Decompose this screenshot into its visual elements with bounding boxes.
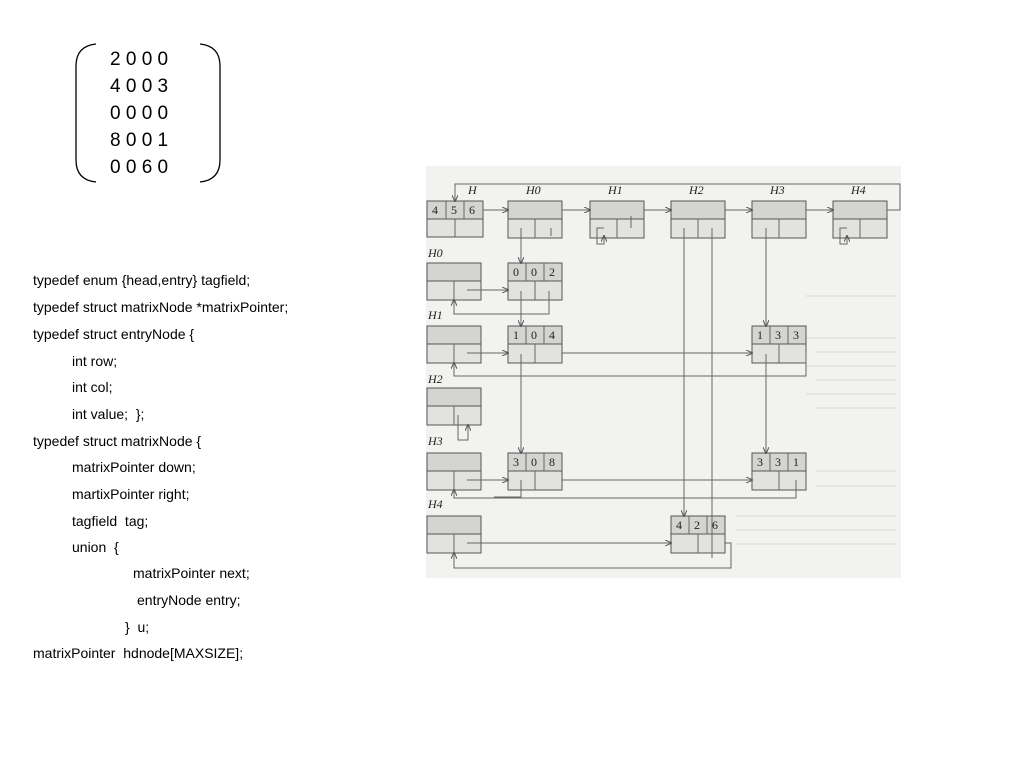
matrix-row: 2 0 0 0 [110, 49, 169, 70]
matrix-brackets [75, 43, 221, 183]
master-cols: 5 [451, 203, 457, 217]
entry-col: 0 [531, 455, 537, 469]
side-label-h2: H2 [427, 372, 443, 386]
entry-col: 2 [694, 518, 700, 532]
master-node: 4 5 6 [426, 200, 484, 238]
link-lines [454, 183, 901, 569]
matrix-row: 8 0 0 1 [110, 130, 169, 151]
entry-value: 4 [549, 328, 555, 342]
header-node-h4 [832, 200, 888, 239]
code-line: typedef struct entryNode { [33, 326, 195, 342]
code-line: matrixPointer next; [133, 565, 250, 581]
entry-value: 2 [549, 265, 555, 279]
entry-row: 0 [513, 265, 519, 279]
entry-node-4-2: 4 2 6 [670, 515, 726, 554]
matrix-row: 4 0 0 3 [110, 76, 169, 97]
label-h3: H3 [769, 183, 785, 197]
header-node-h0 [507, 200, 563, 239]
code-line: } u; [125, 619, 150, 635]
entry-col: 0 [531, 265, 537, 279]
entry-row: 1 [513, 328, 519, 342]
header-node-h2 [670, 200, 726, 239]
entry-node-1-3: 1 3 3 [751, 325, 807, 364]
side-label-h4: H4 [427, 497, 443, 511]
side-label-h0: H0 [427, 246, 443, 260]
entry-row: 4 [676, 518, 682, 532]
code-line: matrixPointer hdnode[MAXSIZE]; [33, 645, 244, 661]
entry-node-1-0: 1 0 4 [507, 325, 563, 364]
row-header-h2 [426, 387, 482, 426]
code-line: matrixPointer down; [72, 459, 196, 475]
row-header-h3 [426, 452, 482, 491]
label-h: H [467, 183, 478, 197]
entry-row: 1 [757, 328, 763, 342]
label-h2: H2 [688, 183, 704, 197]
entry-col: 0 [531, 328, 537, 342]
master-terms: 6 [469, 203, 475, 217]
code-line: int col; [72, 379, 113, 395]
matrix-row: 0 0 6 0 [110, 157, 169, 178]
row-header-h0 [426, 262, 482, 301]
entry-row: 3 [513, 455, 519, 469]
matrix-row: 0 0 0 0 [110, 103, 169, 124]
header-node-h1 [589, 200, 645, 239]
label-h0: H0 [525, 183, 541, 197]
entry-value: 8 [549, 455, 555, 469]
entry-col: 3 [775, 455, 781, 469]
code-line: int row; [72, 353, 118, 369]
side-label-h1: H1 [427, 308, 443, 322]
sparse-matrix: 2 0 0 0 4 0 0 3 0 0 0 0 8 0 0 1 0 0 6 0 [74, 42, 222, 184]
label-h1: H1 [607, 183, 623, 197]
code-line: int value; }; [72, 406, 145, 422]
entry-value: 6 [712, 518, 718, 532]
entry-row: 3 [757, 455, 763, 469]
label-h4: H4 [850, 183, 866, 197]
row-header-h1 [426, 325, 482, 364]
linked-list-figure: H H0 H1 H2 H3 H4 H0 H1 H2 H3 H4 4 5 6 [426, 166, 901, 578]
background-text [736, 295, 896, 545]
entry-value: 1 [793, 455, 799, 469]
code-line: typedef struct matrixNode *matrixPointer… [33, 299, 289, 315]
master-rows: 4 [432, 203, 438, 217]
entry-node-0-0: 0 0 2 [507, 262, 563, 301]
code-line: martixPointer right; [72, 486, 190, 502]
entry-value: 3 [793, 328, 799, 342]
entry-node-3-0: 3 0 8 [507, 452, 563, 491]
header-node-h3 [751, 200, 807, 239]
entry-node-3-3: 3 3 1 [751, 452, 807, 491]
entry-col: 3 [775, 328, 781, 342]
code-line: union { [72, 539, 119, 555]
code-line: tagfield tag; [72, 513, 149, 529]
code-line: typedef struct matrixNode { [33, 433, 202, 449]
row-header-h4 [426, 515, 482, 554]
linked-list-diagram: H H0 H1 H2 H3 H4 H0 H1 H2 H3 H4 4 5 6 [426, 183, 901, 569]
side-label-h3: H3 [427, 434, 443, 448]
code-line: typedef enum {head,entry} tagfield; [33, 272, 251, 288]
code-line: entryNode entry; [137, 592, 241, 608]
